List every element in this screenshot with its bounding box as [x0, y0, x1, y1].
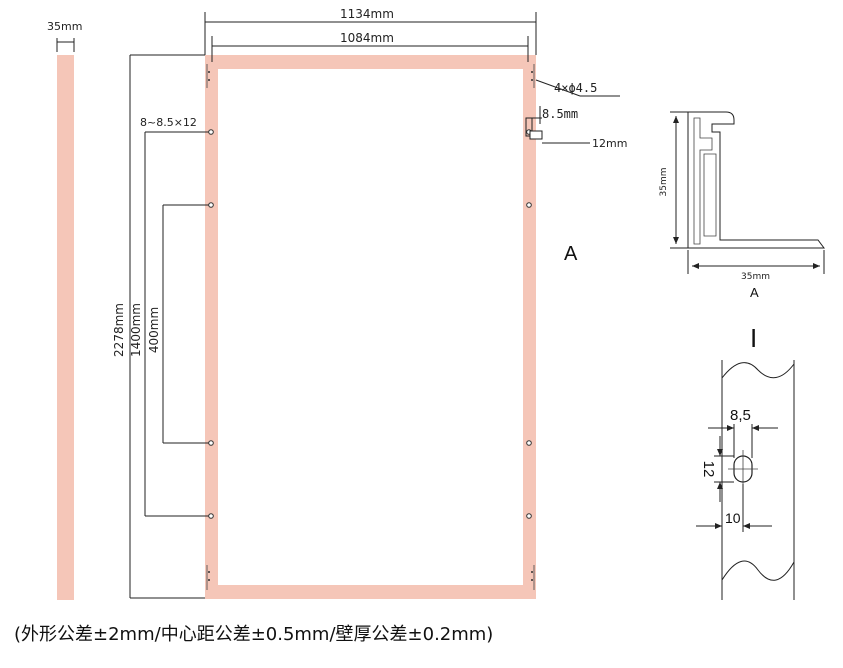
- detail-length-value: 12: [700, 461, 717, 478]
- frame-top-rail: [205, 55, 536, 69]
- corner-holes-label: 4×ϕ4.5: [554, 81, 597, 95]
- section-a-width-label: 35mm: [741, 272, 770, 282]
- frame-bottom-rail: [205, 585, 536, 599]
- profile-bar: 35mm: [47, 20, 82, 600]
- left-hole: [208, 440, 214, 446]
- left-hole: [208, 202, 214, 208]
- outer-width-label: 1134mm: [340, 7, 394, 21]
- detail-i: I 8,5 12 10: [696, 323, 795, 600]
- slot-length-label: 12mm: [592, 137, 627, 150]
- right-hole: [526, 202, 532, 208]
- slot-label: 8~8.5×12: [140, 116, 197, 129]
- inner-width-label: 1084mm: [340, 31, 394, 45]
- frame-left-stile: [205, 55, 218, 599]
- frame-right-stile: [523, 55, 536, 599]
- hole-spacing-outer-label: 1400mm: [129, 303, 143, 357]
- section-a-profile: 35mm 35mm A: [659, 111, 825, 300]
- tolerance-note: (外形公差±2mm/中心距公差±0.5mm/壁厚公差±0.2mm): [14, 624, 494, 645]
- section-marker-a: A: [564, 243, 578, 265]
- left-hole: [208, 513, 214, 519]
- frame-drawing: 1134mm 1084mm 2278mm 1400mm 400mm 8~8.5×…: [112, 7, 627, 599]
- slot-width-label: 8.5mm: [542, 107, 578, 121]
- detail-edge-value: 10: [725, 510, 741, 526]
- section-a-height-label: 35mm: [659, 168, 669, 197]
- frame-height-label: 2278mm: [112, 303, 126, 357]
- hole-spacing-inner-label: 400mm: [147, 307, 161, 353]
- right-hole: [526, 440, 532, 446]
- left-hole: [208, 129, 214, 135]
- detail-width-value: 8,5: [730, 407, 751, 424]
- section-a-caption: A: [750, 285, 759, 300]
- right-hole: [526, 513, 532, 519]
- profile-bar-width-label: 35mm: [47, 20, 82, 33]
- detail-i-caption: I: [750, 323, 757, 353]
